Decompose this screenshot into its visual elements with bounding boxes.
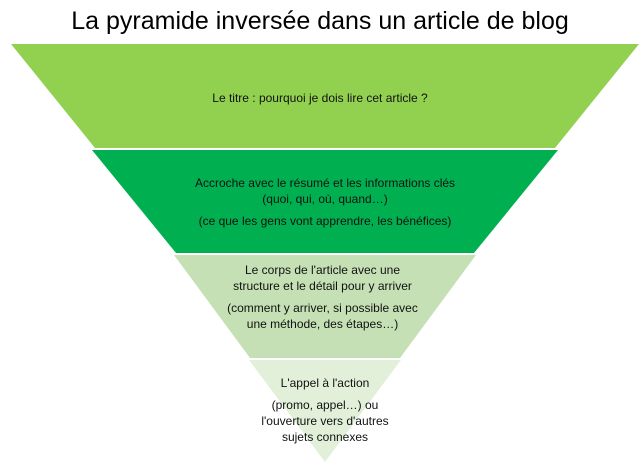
pyramid-level-3-text: Le corps de l'article avec une structure… [225, 262, 420, 332]
diagram-title: La pyramide inversée dans un article de … [71, 7, 569, 35]
level-4-line-1: L'appel à l'action [280, 376, 370, 390]
pyramid-level-4-text: L'appel à l'action (promo, appel…) ou l'… [248, 375, 402, 445]
level-4-line-2: (promo, appel…) ou l'ouverture vers d'au… [261, 398, 389, 444]
level-2-line-1: Accroche avec le résumé et les informati… [194, 176, 456, 206]
pyramid-level-1-shape [11, 44, 639, 148]
pyramid-level-2-shape [92, 150, 558, 253]
pyramid-level-2-text: Accroche avec le résumé et les informati… [180, 175, 470, 229]
pyramid-level-4-shape [249, 360, 401, 462]
level-2-line-2: (ce que les gens vont apprendre, les bén… [198, 214, 452, 228]
level-3-line-1: Le corps de l'article avec une structure… [233, 263, 412, 293]
pyramid-level-3-shape [174, 255, 476, 358]
level-3-line-2: (comment y arriver, si possible avec une… [227, 301, 418, 331]
level-1-line-1: Le titre : pourquoi je dois lire cet art… [212, 91, 428, 105]
pyramid-level-1-text: Le titre : pourquoi je dois lire cet art… [150, 90, 490, 106]
